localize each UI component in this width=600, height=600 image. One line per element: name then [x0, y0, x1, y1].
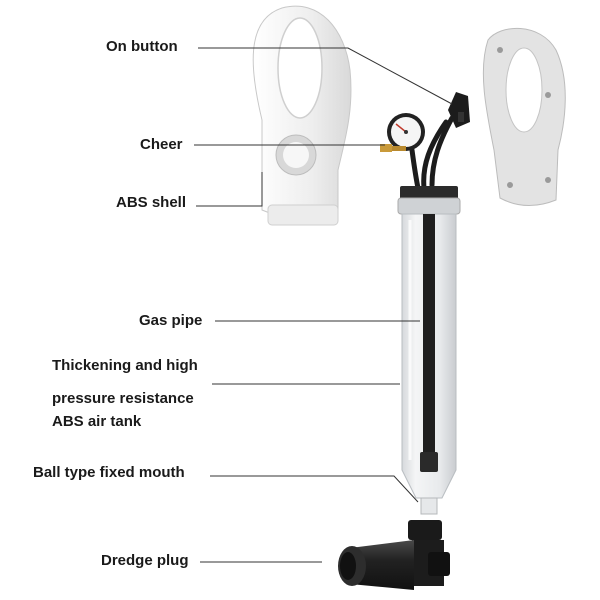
label-dredge-plug: Dredge plug — [101, 552, 189, 569]
label-gas-pipe: Gas pipe — [139, 312, 203, 329]
abs-shell-front — [252, 5, 352, 226]
leader-lines — [194, 47, 453, 563]
ball-mouth — [420, 497, 438, 515]
abs-shell-back — [482, 28, 566, 206]
label-air-tank-line1: Thickening and high — [52, 357, 198, 374]
label-abs-shell: ABS shell — [116, 194, 187, 211]
dredge-plug — [338, 520, 450, 590]
gas-pipe — [420, 214, 438, 472]
leader-ball-mouth — [210, 475, 419, 503]
leader-on-button — [198, 47, 453, 105]
label-air-tank-line3: ABS air tank — [52, 413, 142, 430]
leader-abs-shell — [196, 172, 263, 207]
label-on-button: On button — [106, 38, 178, 55]
pressure-gauge — [380, 113, 425, 152]
label-ball-mouth: Ball type fixed mouth — [33, 464, 185, 481]
label-cheer: Cheer — [140, 136, 183, 153]
label-air-tank-line2: pressure resistance — [52, 390, 194, 407]
tank-cap — [397, 186, 461, 215]
hoses — [409, 115, 455, 191]
